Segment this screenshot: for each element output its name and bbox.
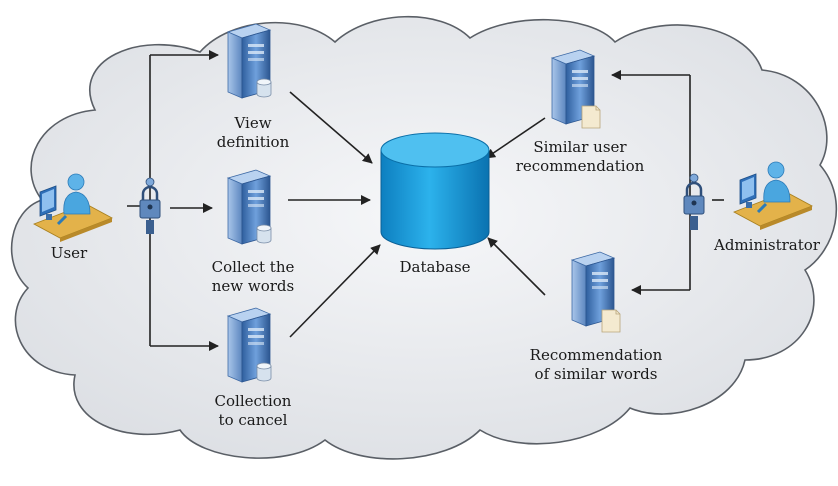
server-icon xyxy=(227,307,272,383)
similar-user-recommendation-label: Similar user recommendation xyxy=(515,138,645,175)
user-label: User xyxy=(50,244,88,262)
similar-words-recommendation-label: Recommendation of similar words xyxy=(529,346,663,383)
database-cylinder-icon xyxy=(380,132,490,250)
server-icon xyxy=(227,23,272,99)
view-definition-label: View definition xyxy=(216,114,290,151)
server-icon xyxy=(571,251,621,333)
right-connectors xyxy=(611,70,724,295)
database-arrows xyxy=(288,91,546,338)
collection-cancel-label: Collection to cancel xyxy=(214,392,292,429)
database-label: Database xyxy=(399,258,471,276)
server-icon xyxy=(551,49,601,129)
server-icon xyxy=(227,169,272,245)
administrator-label: Administrator xyxy=(714,236,820,254)
collect-new-words-label: Collect the new words xyxy=(211,258,295,295)
